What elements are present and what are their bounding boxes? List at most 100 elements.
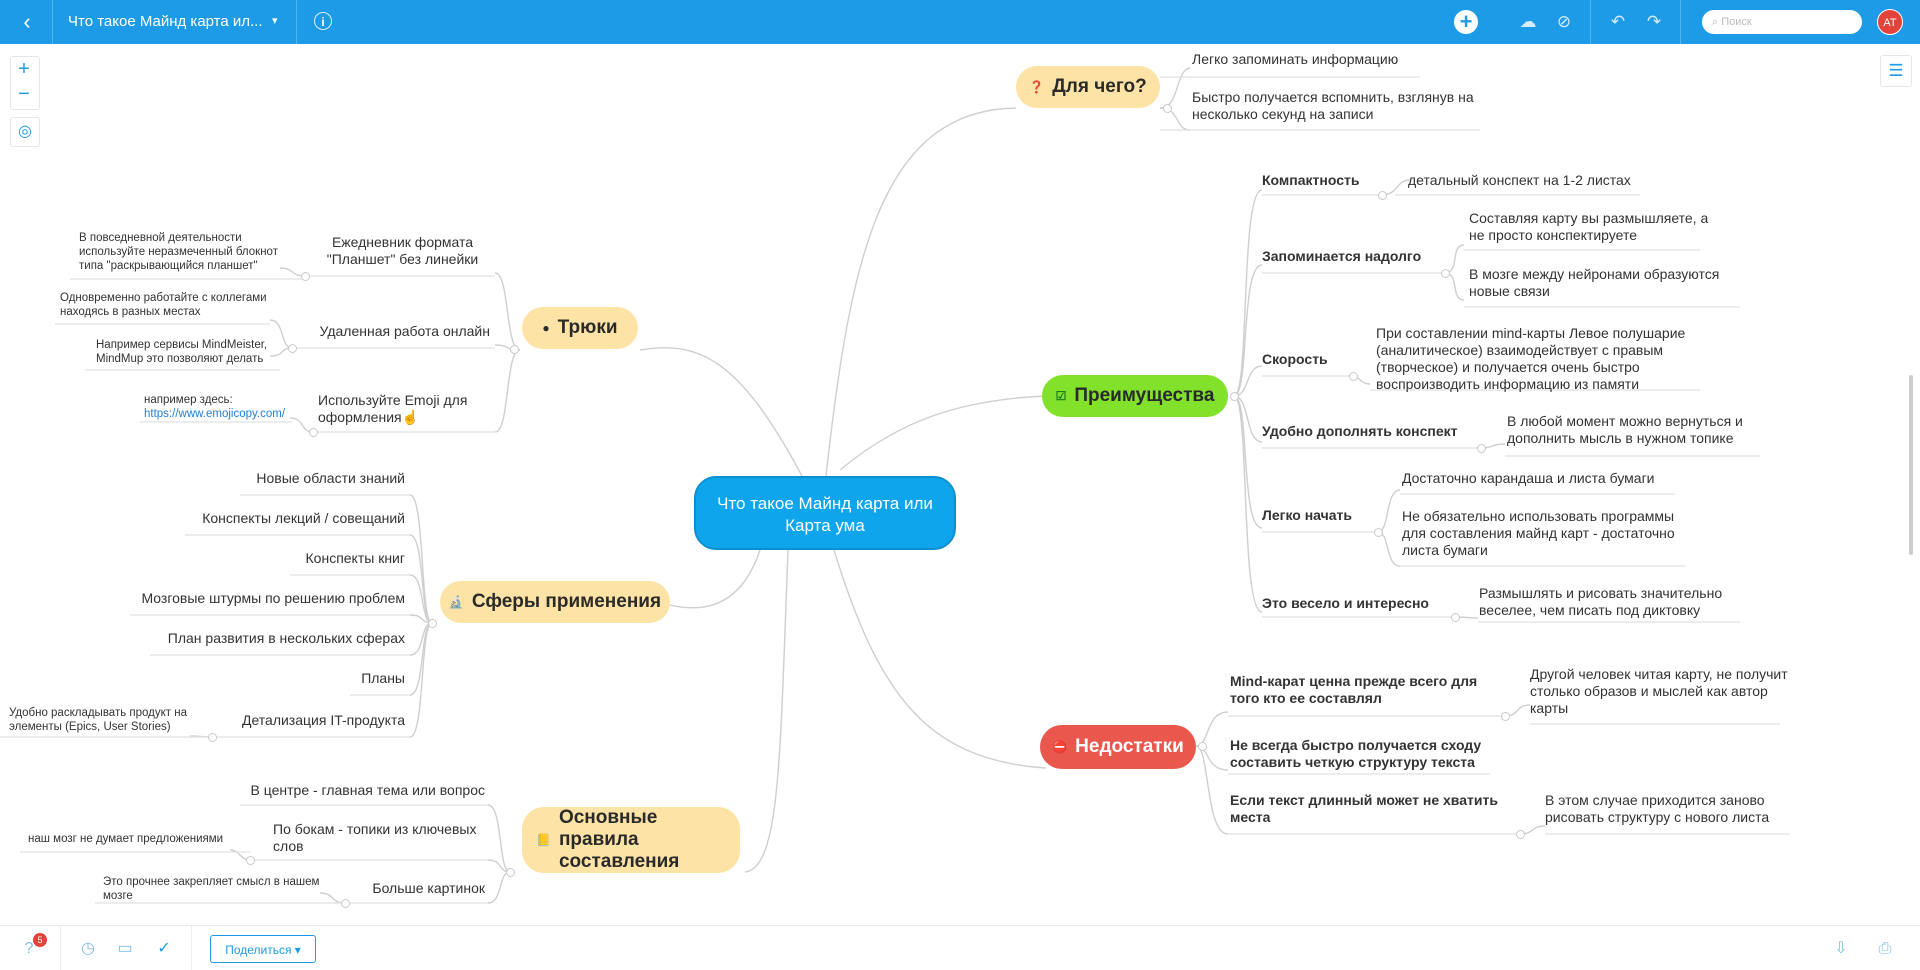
topic-tricks[interactable]: ●Трюки [522,307,638,349]
disadvantage-label[interactable]: Mind-карат ценна прежде всего для того к… [1230,673,1478,706]
collapse-knob[interactable] [341,899,350,908]
toolbar-divider [296,0,297,44]
share-button[interactable]: Поделиться ▾ [210,935,316,963]
sphere-item[interactable]: Новые области знаний [256,470,405,486]
check-icon[interactable]: ✓ [157,940,171,957]
trick-note[interactable]: Например сервисы MindMeister, MindMup эт… [96,339,268,365]
trick-note[interactable]: В повседневной деятельности используйте … [79,232,278,272]
topic-rules[interactable]: 📒Основные правила составления [522,807,740,873]
advantage-note[interactable]: В мозге между нейронами образуются новые… [1469,266,1720,299]
zoom-out-button[interactable]: − [18,83,30,105]
advantage-note[interactable]: Размышлять и рисовать значительно веселе… [1479,585,1723,618]
advantage-note[interactable]: В любой момент можно вернуться и дополни… [1507,413,1743,446]
collapse-knob[interactable] [246,856,255,865]
disadvantage-label[interactable]: Не всегда быстро получается сходу состав… [1230,737,1482,770]
topic-disadvantages-label: Недостатки [1075,736,1184,757]
advantage-label[interactable]: Запоминается надолго [1262,248,1422,264]
rule-item[interactable]: Больше картинок [372,880,485,896]
trick-label[interactable]: Используйте Emoji для оформления☝ [318,392,468,425]
presentation-icon[interactable]: ▭ [117,940,133,957]
redo-icon[interactable]: ↷ [1646,12,1662,31]
central-topic[interactable]: Что такое Майнд карта или Карта ума [694,476,956,550]
collapse-knob[interactable] [1516,830,1525,839]
collapse-knob[interactable] [1378,191,1387,200]
advantage-note[interactable]: Составляя карту вы размышляете, а не про… [1469,210,1709,243]
sphere-item[interactable]: План развития в нескольких сферах [167,630,405,646]
rule-note[interactable]: Это прочнее закрепляет смысл в нашем моз… [103,876,320,902]
trick-label[interactable]: Удаленная работа онлайн [319,323,490,339]
advantage-note[interactable]: Не обязательно использовать программы дл… [1402,508,1675,558]
search-input[interactable]: ⌕ Поиск [1702,10,1862,34]
sphere-item[interactable]: Мозговые штурмы по решению проблем [141,590,405,606]
why-note[interactable]: Легко запоминать информацию [1192,51,1399,67]
menu-icon[interactable]: ☰ [1880,55,1912,87]
advantage-note[interactable]: детальный конспект на 1-2 листах [1408,172,1631,188]
undo-icon[interactable]: ↶ [1610,12,1626,31]
collapse-knob[interactable] [1451,613,1460,622]
sphere-item[interactable]: Конспекты лекций / совещаний [202,510,405,526]
topic-disadvantages[interactable]: ⛔ Недостатки [1040,725,1196,769]
share-button-label: Поделиться [225,943,292,957]
advantage-label[interactable]: Это весело и интересно [1262,595,1429,611]
trick-label[interactable]: Ежедневник формата "Планшет" без линейки [326,234,479,267]
disadvantage-note[interactable]: В этом случае приходится заново рисовать… [1545,792,1770,825]
collapse-knob[interactable] [1477,444,1486,453]
collapse-knob[interactable] [1501,712,1510,721]
trick-note[interactable]: например здесь: [144,394,233,406]
no-entry-icon: ⛔ [1052,740,1068,754]
locate-icon[interactable]: ◎ [10,117,40,147]
disadvantage-label[interactable]: Если текст длинный может не хватить мест… [1230,792,1498,825]
advantage-label[interactable]: Легко начать [1262,507,1352,523]
avatar[interactable]: AT [1877,9,1903,35]
sphere-item[interactable]: Планы [361,670,405,686]
zoom-in-button[interactable]: + [18,58,30,80]
toolbar-divider [1680,0,1681,44]
rule-item[interactable]: В центре - главная тема или вопрос [250,782,485,798]
rule-item[interactable]: По бокам - топики из ключевых слов [273,821,477,854]
collapse-knob[interactable] [1163,104,1172,113]
collapse-knob[interactable] [1441,269,1450,278]
download-icon[interactable]: ⇩ [1834,940,1848,957]
notebook-icon: 📒 [536,833,551,847]
toolbar-divider [52,0,53,44]
collapse-knob[interactable] [510,345,519,354]
collapse-knob[interactable] [301,272,310,281]
collapse-knob[interactable] [1198,742,1207,751]
advantage-note[interactable]: При составлении mind-карты Левое полушар… [1376,325,1686,392]
print-icon[interactable]: ⎙ [1878,940,1892,957]
collapse-knob[interactable] [288,344,297,353]
advantage-label[interactable]: Компактность [1262,172,1360,188]
emoji-link[interactable]: https://www.emojicopy.com/ [144,408,286,420]
add-icon[interactable]: + [1454,10,1478,34]
topic-advantages[interactable]: ☑Преимущества [1042,375,1228,417]
topic-spheres[interactable]: 🔬Сферы применения [440,581,670,623]
sphere-item[interactable]: Конспекты книг [305,550,405,566]
collapse-knob[interactable] [428,619,437,628]
cloud-sync-icon[interactable]: ☁ [1519,12,1537,31]
history-icon[interactable]: ◷ [81,940,95,957]
trick-note[interactable]: Одновременно работайте с коллегами наход… [60,292,267,318]
why-note[interactable]: Быстро получается вспомнить, взглянув на… [1192,89,1474,122]
disable-icon[interactable]: ⊘ [1556,12,1572,31]
title-dropdown-icon[interactable]: ▾ [272,15,278,27]
collapse-knob[interactable] [309,428,318,437]
advantage-label[interactable]: Удобно дополнять конспект [1262,423,1458,439]
collapse-knob[interactable] [1374,528,1383,537]
sphere-note[interactable]: Удобно раскладывать продукт на элементы … [9,707,187,733]
advantage-note[interactable]: Достаточно карандаша и листа бумаги [1402,470,1655,486]
top-toolbar: ‹ Что такое Майнд карта ил... ▾ i + ☁ ⊘ … [0,0,1920,44]
collapse-knob[interactable] [1230,392,1239,401]
vertical-scrollbar[interactable] [1909,375,1913,555]
advantage-label[interactable]: Скорость [1262,351,1328,367]
back-icon[interactable]: ‹ [23,9,31,34]
topic-why[interactable]: ❓Для чего? [1016,66,1160,108]
sphere-item[interactable]: Детализация IT-продукта [241,712,405,728]
collapse-knob[interactable] [208,733,217,742]
collapse-knob[interactable] [1349,372,1358,381]
disadvantage-note[interactable]: Другой человек читая карту, не получит с… [1530,666,1788,716]
toolbar-divider [60,926,61,970]
collapse-knob[interactable] [506,868,515,877]
help-icon[interactable]: ? [24,940,34,957]
info-icon[interactable]: i [314,12,332,30]
rule-note[interactable]: наш мозг не думает предложениями [28,833,224,845]
